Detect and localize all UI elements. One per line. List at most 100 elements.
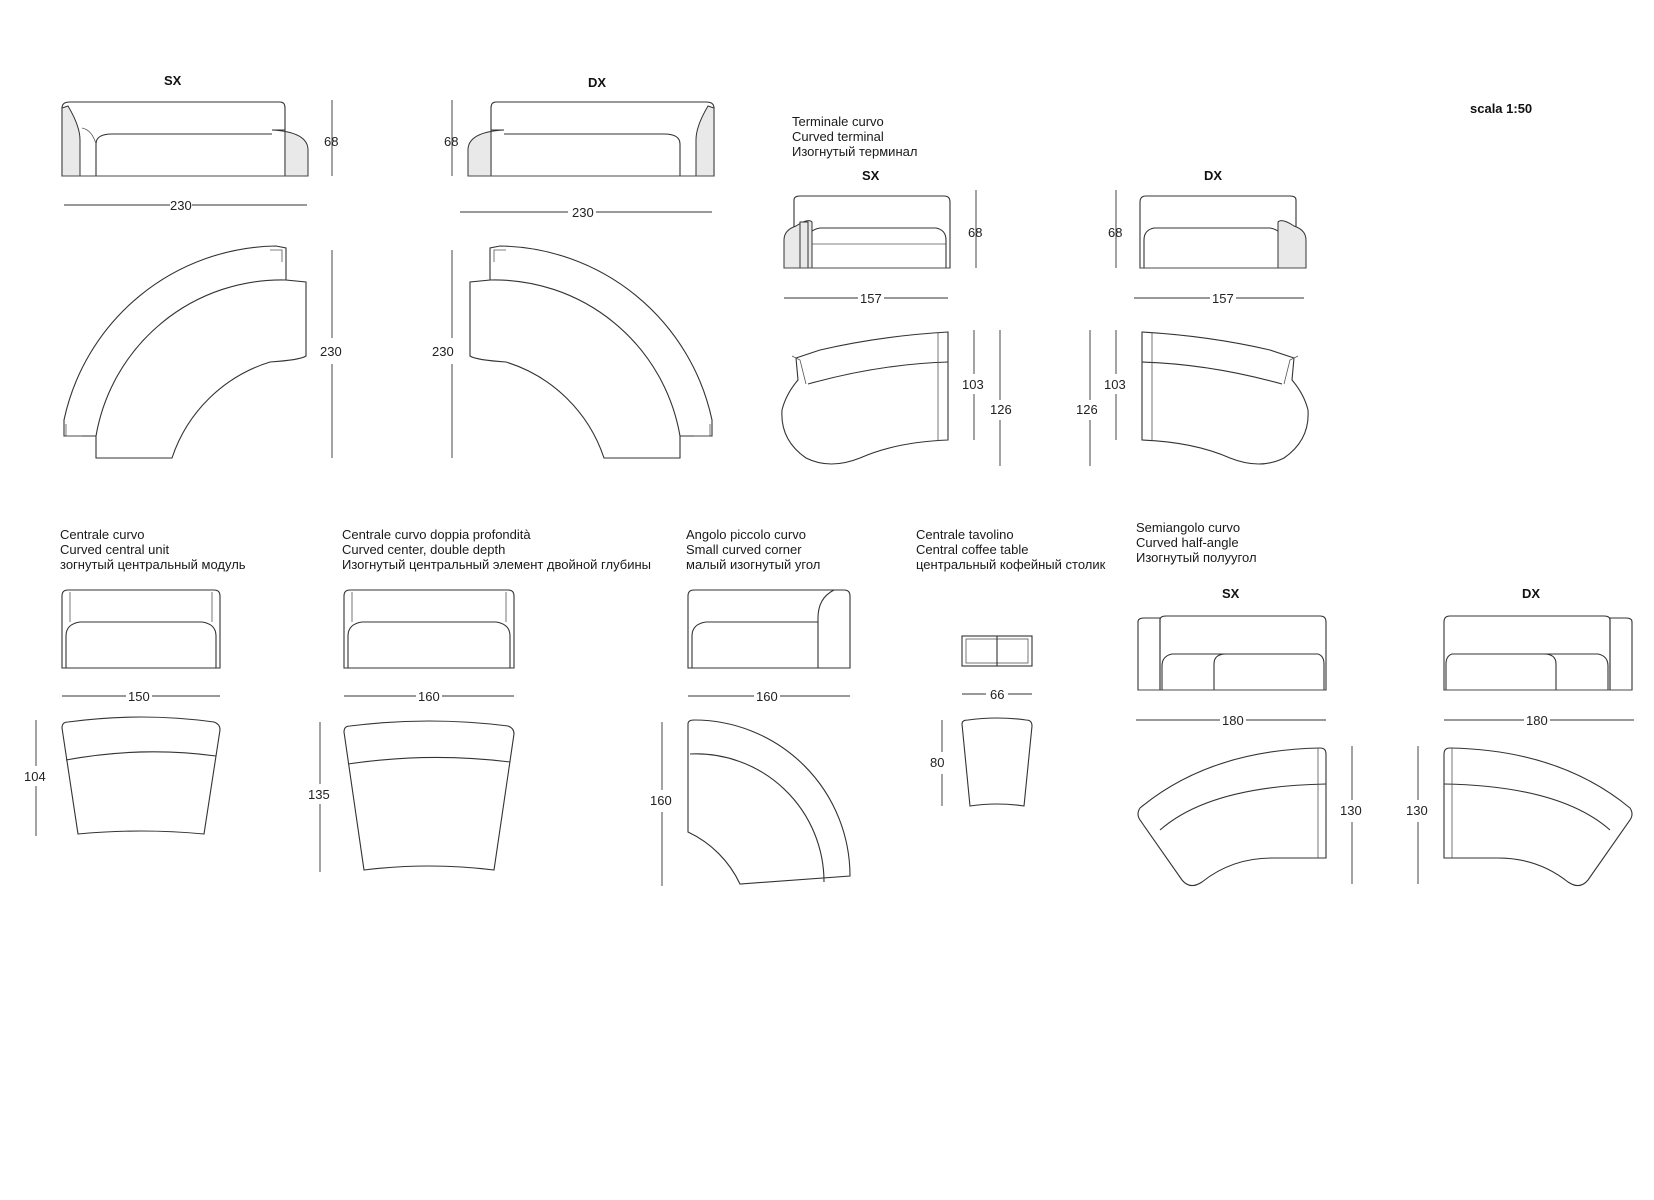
corner-sx-depth-dim: 230 xyxy=(320,250,342,458)
half-angle-dx-width: 180 xyxy=(1526,713,1548,728)
corner-sx: SX 68 230 230 xyxy=(61,73,342,459)
central-double-title: Centrale curvo doppia profondità Curved … xyxy=(342,527,651,572)
terminal-dx-height-dim: 68 xyxy=(1108,190,1122,268)
half-angle-sx-plan-view xyxy=(1137,747,1327,887)
corner-dx-plan-view xyxy=(469,245,713,459)
corner-sx-height-dim: 68 xyxy=(324,100,338,176)
corner-sx-front-view xyxy=(61,101,309,177)
terminal-dx: DX 68 157 103 126 xyxy=(1076,168,1309,466)
terminal-dx-depth-outer: 126 xyxy=(1076,402,1098,417)
half-angle-dx-front-view xyxy=(1443,615,1633,691)
corner-sx-width: 230 xyxy=(170,198,192,213)
coffee-table-unit: Centrale tavolino Central coffee table ц… xyxy=(916,527,1106,807)
corner-dx-front-view xyxy=(467,101,715,177)
central-width-dim: 150 xyxy=(62,689,220,704)
central-title: Centrale curvo Curved central unit зогну… xyxy=(60,527,246,572)
central-depth-dim: 104 xyxy=(24,720,46,836)
terminal-sx: SX 68 157 103 xyxy=(781,168,1012,466)
small-corner-front-view xyxy=(687,589,851,669)
terminal-title-line-2: Curved terminal xyxy=(792,129,884,144)
small-corner-title-line-3: малый изогнутый угол xyxy=(686,557,820,572)
terminal-sx-width-dim: 157 xyxy=(784,291,948,306)
central-double-title-line-2: Curved center, double depth xyxy=(342,542,505,557)
terminal-dx-width-dim: 157 xyxy=(1134,291,1304,306)
coffee-table-depth: 80 xyxy=(930,755,944,770)
terminal-dx-width: 157 xyxy=(1212,291,1234,306)
central-double-title-line-1: Centrale curvo doppia profondità xyxy=(342,527,531,542)
central-double-depth: 135 xyxy=(308,787,330,802)
small-corner-width: 160 xyxy=(756,689,778,704)
central-double-unit: Centrale curvo doppia profondità Curved … xyxy=(308,527,651,872)
central-title-line-3: зогнутый центральный модуль xyxy=(60,557,246,572)
half-angle-sx-width: 180 xyxy=(1222,713,1244,728)
terminal-dx-depth-dims: 103 126 xyxy=(1076,330,1126,466)
terminal-title: Terminale curvo Curved terminal Изогнуты… xyxy=(792,114,917,159)
half-angle-dx-depth: 130 xyxy=(1406,803,1428,818)
terminal-sx-plan-view xyxy=(781,331,949,465)
corner-dx-width: 230 xyxy=(572,205,594,220)
half-angle-title-line-2: Curved half-angle xyxy=(1136,535,1239,550)
corner-dx-side-label: DX xyxy=(588,75,606,90)
half-angle-title: Semiangolo curvo Curved half-angle Изогн… xyxy=(1136,520,1257,565)
terminal-title-line-3: Изогнутый терминал xyxy=(792,144,917,159)
small-corner-title-line-2: Small curved corner xyxy=(686,542,802,557)
half-angle-title-line-3: Изогнутый полуугол xyxy=(1136,550,1257,565)
coffee-table-width-dim: 66 xyxy=(962,687,1032,702)
corner-dx: DX 68 230 230 xyxy=(432,75,715,459)
half-angle-sx-front-view xyxy=(1137,615,1327,691)
central-double-front-view xyxy=(343,589,515,669)
scale-label: scala 1:50 xyxy=(1470,101,1532,116)
corner-sx-plan-view xyxy=(63,245,307,459)
terminal-sx-depth-dims: 103 126 xyxy=(962,330,1012,466)
central-double-width: 160 xyxy=(418,689,440,704)
small-corner-title: Angolo piccolo curvo Small curved corner… xyxy=(686,527,820,572)
coffee-table-front-view xyxy=(961,635,1033,667)
central-double-depth-dim: 135 xyxy=(308,722,330,872)
central-double-title-line-3: Изогнутый центральный элемент двойной гл… xyxy=(342,557,651,572)
terminal-sx-side-label: SX xyxy=(862,168,880,183)
central-title-line-1: Centrale curvo xyxy=(60,527,145,542)
half-angle-sx-depth: 130 xyxy=(1340,803,1362,818)
corner-sx-side-label: SX xyxy=(164,73,182,88)
central-double-width-dim: 160 xyxy=(344,689,514,704)
terminal-sx-depth-inner: 103 xyxy=(962,377,984,392)
half-angle-dx-side-label: DX xyxy=(1522,586,1540,601)
small-corner-unit: Angolo piccolo curvo Small curved corner… xyxy=(650,527,851,886)
half-angle-dx-width-dim: 180 xyxy=(1444,713,1634,728)
terminal-sx-depth-outer: 126 xyxy=(990,402,1012,417)
half-angle-title-line-1: Semiangolo curvo xyxy=(1136,520,1240,535)
coffee-table-title-line-2: Central coffee table xyxy=(916,542,1029,557)
central-title-line-2: Curved central unit xyxy=(60,542,169,557)
terminal-dx-depth-inner: 103 xyxy=(1104,377,1126,392)
terminal-sx-height-dim: 68 xyxy=(968,190,982,268)
terminal-dx-plan-view xyxy=(1141,331,1309,465)
half-angle-dx-plan-view xyxy=(1443,747,1633,887)
small-corner-depth-dim: 160 xyxy=(650,722,672,886)
corner-dx-depth: 230 xyxy=(432,344,454,359)
central-width: 150 xyxy=(128,689,150,704)
small-corner-depth: 160 xyxy=(650,793,672,808)
terminal-dx-side-label: DX xyxy=(1204,168,1222,183)
small-corner-plan-view xyxy=(687,719,851,885)
corner-dx-height: 68 xyxy=(444,134,458,149)
small-corner-title-line-1: Angolo piccolo curvo xyxy=(686,527,806,542)
coffee-table-plan-view xyxy=(961,717,1033,807)
half-angle-sx: SX 180 130 xyxy=(1136,586,1362,887)
central-unit: Centrale curvo Curved central unit зогну… xyxy=(24,527,246,836)
half-angle-sx-depth-dim: 130 xyxy=(1340,746,1362,884)
half-angle-dx: DX 180 130 xyxy=(1406,586,1634,887)
central-front-view xyxy=(61,589,221,669)
corner-dx-width-dim: 230 xyxy=(460,205,712,220)
coffee-table-title: Centrale tavolino Central coffee table ц… xyxy=(916,527,1106,572)
terminal-sx-width: 157 xyxy=(860,291,882,306)
coffee-table-depth-dim: 80 xyxy=(930,720,944,806)
terminal-dx-front-view xyxy=(1139,195,1307,269)
corner-dx-depth-dim: 230 xyxy=(432,250,454,458)
corner-sx-depth: 230 xyxy=(320,344,342,359)
corner-sx-height: 68 xyxy=(324,134,338,149)
central-double-plan-view xyxy=(343,720,515,871)
half-angle-sx-width-dim: 180 xyxy=(1136,713,1326,728)
terminal-sx-front-view xyxy=(783,195,951,269)
half-angle-dx-depth-dim: 130 xyxy=(1406,746,1428,884)
